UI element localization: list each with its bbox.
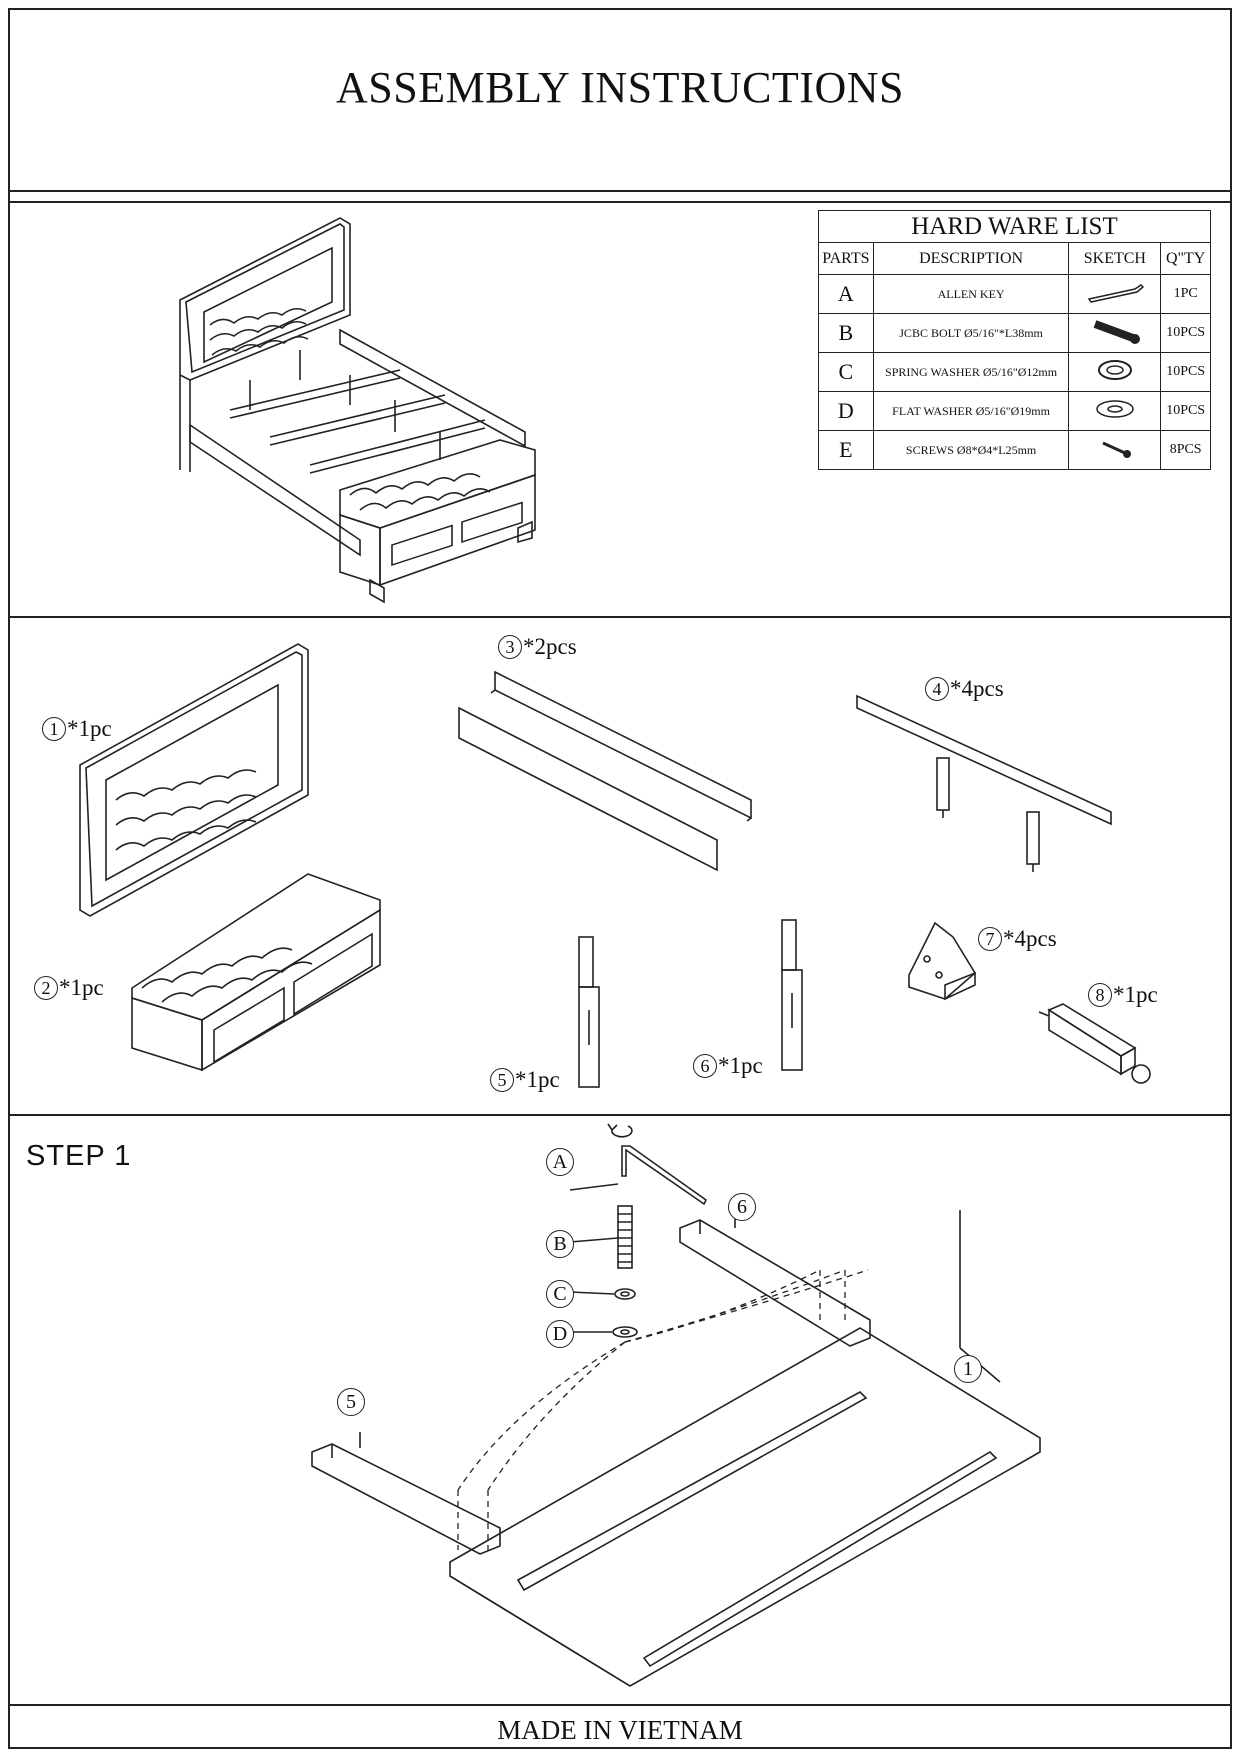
bolt-icon (1068, 313, 1162, 353)
table-row: B JCBC BOLT Ø5/16"*L38mm 10PCS (818, 313, 1211, 353)
column-header-parts: PARTS (818, 242, 874, 275)
callout-b: B (546, 1230, 574, 1258)
callout-c: C (546, 1280, 574, 1308)
component-qty: *2pcs (523, 634, 577, 659)
callout-part-6: 6 (728, 1193, 756, 1221)
component-qty: *1pc (515, 1067, 560, 1092)
part-description: SCREWS Ø8*Ø4*L25mm (872, 430, 1070, 470)
assembled-bed-illustration (179, 217, 536, 604)
table-row: A ALLEN KEY 1PC (818, 274, 1211, 314)
component-qty: *4pcs (950, 676, 1004, 701)
component-qty: *1pc (718, 1053, 763, 1078)
part-quantity: 8PCS (1160, 430, 1211, 470)
column-header-description: DESCRIPTION (872, 242, 1070, 275)
footboard-bench-illustration (131, 873, 381, 1072)
part-letter: B (818, 313, 874, 353)
support-post-5-illustration (578, 936, 600, 1088)
component-qty: *1pc (67, 716, 112, 741)
part-quantity: 10PCS (1160, 352, 1211, 392)
divider-footer (8, 1704, 1232, 1706)
part-letter: E (818, 430, 874, 470)
part-quantity: 10PCS (1160, 391, 1211, 431)
component-number: 2 (34, 976, 58, 1000)
center-leg-illustration (1038, 1003, 1151, 1084)
part-description: FLAT WASHER Ø5/16"Ø19mm (872, 391, 1070, 431)
component-number: 6 (693, 1054, 717, 1078)
component-label-8: 8*1pc (1088, 982, 1158, 1008)
component-number: 8 (1088, 983, 1112, 1007)
column-header-sketch: SKETCH (1068, 242, 1162, 275)
callout-part-1: 1 (954, 1355, 982, 1383)
callout-part-5: 5 (337, 1388, 365, 1416)
table-row: C SPRING WASHER Ø5/16"Ø12mm 10PCS (818, 352, 1211, 392)
table-row: E SCREWS Ø8*Ø4*L25mm 8PCS (818, 430, 1211, 470)
table-row: D FLAT WASHER Ø5/16"Ø19mm 10PCS (818, 391, 1211, 431)
screw-icon (1068, 430, 1162, 470)
part-description: JCBC BOLT Ø5/16"*L38mm (872, 313, 1070, 353)
footer-origin: MADE IN VIETNAM (497, 1715, 743, 1745)
part-letter: A (818, 274, 874, 314)
component-qty: *4pcs (1003, 926, 1057, 951)
part-description: SPRING WASHER Ø5/16"Ø12mm (872, 352, 1070, 392)
component-number: 3 (498, 635, 522, 659)
flat-washer-icon (1068, 391, 1162, 431)
component-qty: *1pc (59, 975, 104, 1000)
part-quantity: 1PC (1160, 274, 1211, 314)
step-label: STEP 1 (26, 1140, 132, 1172)
component-number: 5 (490, 1068, 514, 1092)
component-label-1: 1*1pc (42, 716, 112, 742)
hardware-list-heading: HARD WARE LIST (818, 210, 1211, 243)
column-header-qty: Q"TY (1160, 242, 1211, 275)
divider-parts (8, 1114, 1232, 1116)
divider-header-2 (8, 201, 1232, 203)
side-rails-illustration (458, 670, 752, 872)
spring-washer-icon (1068, 352, 1162, 392)
component-number: 4 (925, 677, 949, 701)
hardware-list-table: HARD WARE LIST PARTS DESCRIPTION SKETCH … (818, 210, 1211, 470)
step-1-exploded-diagram (311, 1123, 1041, 1687)
support-post-6-illustration (781, 919, 803, 1071)
part-description: ALLEN KEY (872, 274, 1070, 314)
allen-key-icon (1068, 274, 1162, 314)
corner-bracket-illustration (908, 921, 977, 1001)
center-slat-illustration (856, 694, 1112, 872)
component-label-6: 6*1pc (693, 1053, 763, 1079)
part-quantity: 10PCS (1160, 313, 1211, 353)
part-letter: D (818, 391, 874, 431)
page-border (8, 8, 1232, 1749)
component-label-5: 5*1pc (490, 1067, 560, 1093)
component-label-4: 4*4pcs (925, 676, 1004, 702)
headboard-illustration (79, 643, 309, 917)
component-label-2: 2*1pc (34, 975, 104, 1001)
part-letter: C (818, 352, 874, 392)
divider-overview (8, 616, 1232, 618)
component-number: 7 (978, 927, 1002, 951)
component-qty: *1pc (1113, 982, 1158, 1007)
component-label-7: 7*4pcs (978, 926, 1057, 952)
component-label-3: 3*2pcs (498, 634, 577, 660)
callout-d: D (546, 1320, 574, 1348)
component-number: 1 (42, 717, 66, 741)
callout-a: A (546, 1148, 574, 1176)
divider-header (8, 190, 1232, 192)
page-title: ASSEMBLY INSTRUCTIONS (336, 63, 904, 112)
